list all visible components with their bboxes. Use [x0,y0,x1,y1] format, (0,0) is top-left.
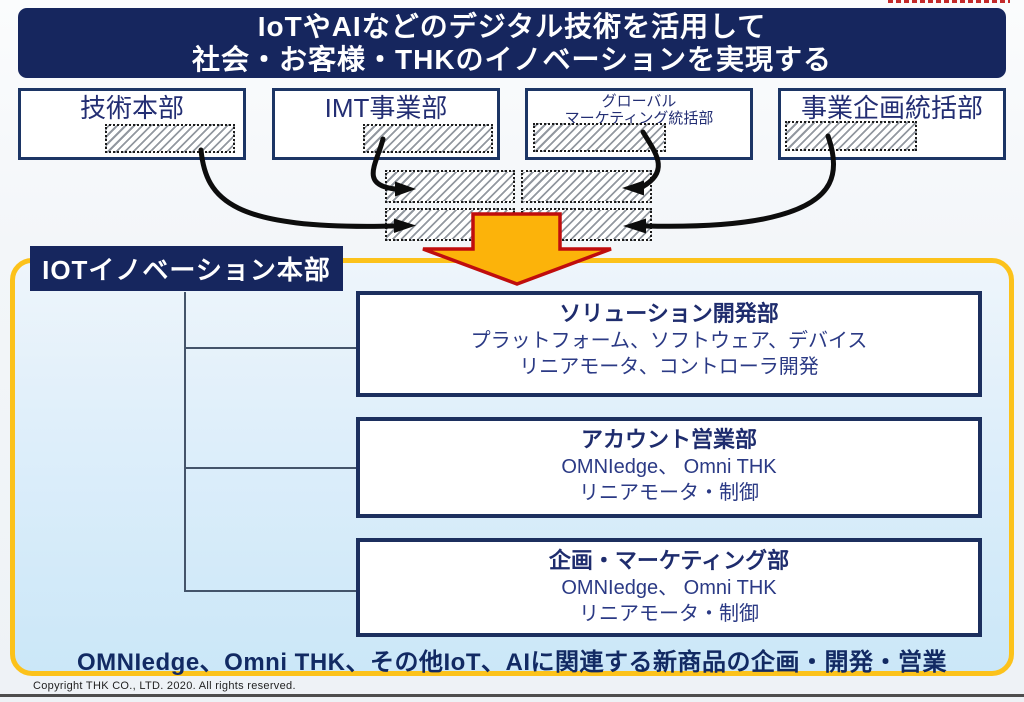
hatched-placeholder [785,121,917,151]
summary-statement: OMNIedge、Omni THK、その他IoT、AIに関連する新商品の企画・開… [77,649,947,676]
dept-label: 事業企画統括部 [800,93,983,123]
division-title: 企画・マーケティング部 [548,548,790,573]
org-connector-branch [184,467,356,469]
hatched-placeholder [385,170,515,203]
banner: IoTやAIなどのデジタル技術を活用して 社会・お客様・THKのイノベーションを… [18,8,1006,78]
dept-box-business-planning: 事業企画統括部 [778,88,1006,160]
banner-line2: 社会・お客様・THKのイノベーションを実現する [192,44,832,75]
clipped-red-text-fragment [888,0,1010,3]
dept-box-technology: 技術本部 [18,88,246,160]
division-line1: プラットフォーム、ソフトウェア、デバイス [470,330,868,352]
dept-box-imt: IMT事業部 [272,88,500,160]
org-connector-vertical [184,292,186,592]
division-line1: OMNIedge、 Omni THK [561,456,777,478]
banner-line1: IoTやAIなどのデジタル技術を活用して [257,11,767,42]
division-box-account-sales: アカウント営業部 OMNIedge、 Omni THK リニアモータ・制御 [356,417,982,518]
dept-label: グローバル [601,93,677,110]
iot-division-panel: ソリューション開発部 プラットフォーム、ソフトウェア、デバイス リニアモータ、コ… [10,258,1014,676]
dept-box-global-marketing: グローバル マーケティング統括部 [525,88,753,160]
dept-label: 技術本部 [79,93,184,123]
hatched-placeholder [521,170,652,203]
division-box-solution-dev: ソリューション開発部 プラットフォーム、ソフトウェア、デバイス リニアモータ、コ… [356,291,982,397]
curved-arrow-icon [198,147,397,229]
hatched-placeholder [363,124,493,153]
hatched-placeholder [105,124,235,153]
dept-label-line2: マーケティング統括部 [564,110,714,127]
division-box-planning-marketing: 企画・マーケティング部 OMNIedge、 Omni THK リニアモータ・制御 [356,538,982,637]
org-connector-branch [184,590,356,592]
dept-label: IMT事業部 [324,93,448,123]
division-title: アカウント営業部 [580,427,757,452]
division-line2: リニアモータ・制御 [579,482,759,504]
division-line1: OMNIedge、 Omni THK [561,577,777,599]
hatched-placeholder [533,123,666,152]
division-title: ソリューション開発部 [559,301,779,326]
org-connector-branch [184,347,356,349]
hatched-placeholder [521,208,652,241]
copyright-text: Copyright THK CO., LTD. 2020. All rights… [33,680,296,692]
bottom-divider [0,694,1024,697]
division-line2: リニアモータ・制御 [579,603,759,625]
hatched-placeholder [385,208,515,241]
hub-label-iot-innovation-hq: IOTイノベーション本部 [30,246,343,291]
division-line2: リニアモータ、コントローラ開発 [519,356,819,378]
